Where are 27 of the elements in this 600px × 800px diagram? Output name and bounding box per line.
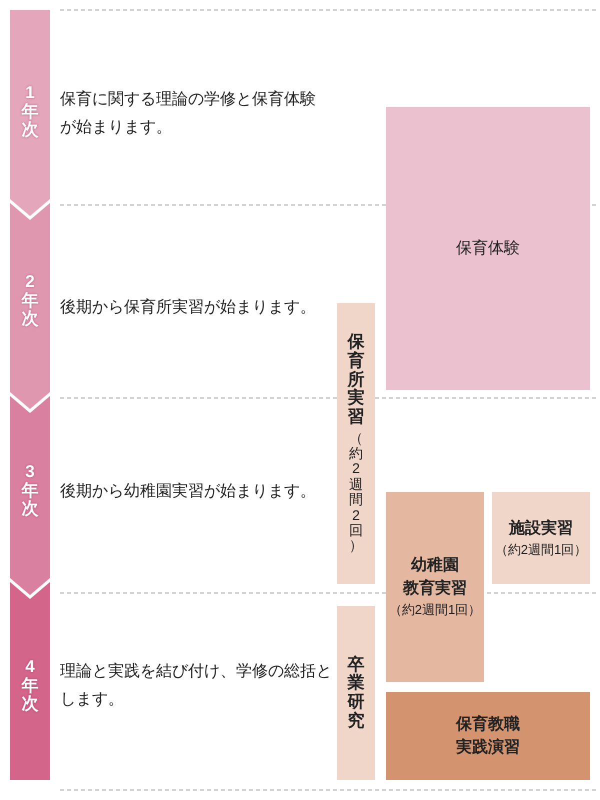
box-note: （約2週間1回）: [494, 540, 588, 559]
box-heading: 保育体験: [456, 238, 520, 259]
year-description: 後期から幼稚園実習が始まります。: [60, 482, 317, 502]
activity-box: [386, 692, 590, 780]
box-heading: 保育所実習: [348, 333, 364, 427]
year-label: 4年次: [22, 658, 38, 714]
box-heading: 卒業研究: [348, 656, 364, 730]
box-note: （約2週間1回）: [388, 601, 482, 620]
year-label: 1年次: [22, 84, 38, 140]
activity-box: [337, 606, 375, 780]
year-chevron-band: [10, 203, 50, 409]
box-note: （約2週間2回）: [349, 430, 363, 554]
year-chevron-band: [10, 10, 50, 216]
box-heading: 幼稚園教育実習: [403, 556, 467, 600]
year-description: 後期から保育所実習が始まります。: [60, 297, 317, 318]
year-description: 理論と実践を結び付け、学修の総括とします。: [60, 662, 333, 710]
year-chevron-band: [10, 396, 50, 595]
box-heading: 保育教職実践演習: [456, 714, 520, 758]
activity-box: [386, 107, 590, 390]
activity-box: [337, 303, 375, 584]
year-chevron-band: [10, 582, 50, 780]
activity-box: [492, 492, 590, 584]
box-heading: 施設実習: [509, 518, 573, 539]
year-description: 保育に関する理論の学修と保育体験が始まります。: [60, 89, 317, 138]
activity-box: [386, 492, 484, 682]
year-label: 2年次: [22, 272, 38, 330]
year-label: 3年次: [22, 462, 38, 520]
